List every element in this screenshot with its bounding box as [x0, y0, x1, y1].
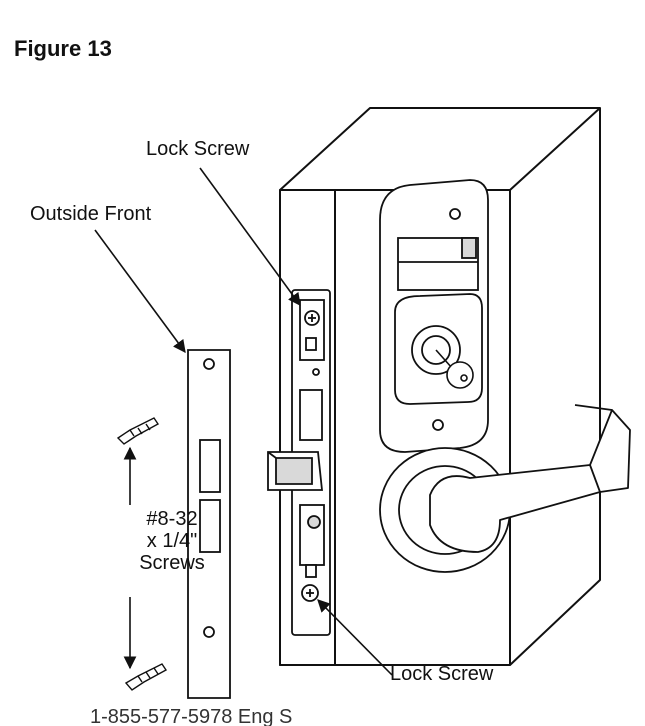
screws-line-3: Screws	[139, 552, 205, 574]
lock-screw-top-label: Lock Screw	[146, 138, 250, 160]
lever-handle-icon	[379, 404, 631, 573]
key-icon	[435, 349, 474, 389]
screws-line-1: #8-32	[146, 508, 198, 530]
screws-line-2: x 1/4"	[146, 530, 198, 552]
screw-icon	[124, 663, 168, 691]
figure-title: Figure 13	[14, 36, 112, 61]
footer-text: 1-855-577-5978 Eng S	[90, 706, 293, 726]
strike-plate-icon	[187, 349, 231, 699]
lock-screw-bottom-label: Lock Screw	[390, 663, 494, 685]
footer-bar: 1-855-577-5978 Eng S	[0, 706, 645, 726]
outside-front-label: Outside Front	[30, 203, 152, 225]
latch-bolt	[267, 451, 323, 491]
screw-icon	[116, 417, 160, 445]
escutcheon	[379, 179, 489, 453]
screws-spec-label: #8-32 x 1/4" Screws	[132, 508, 212, 574]
leader-lines	[94, 167, 393, 676]
